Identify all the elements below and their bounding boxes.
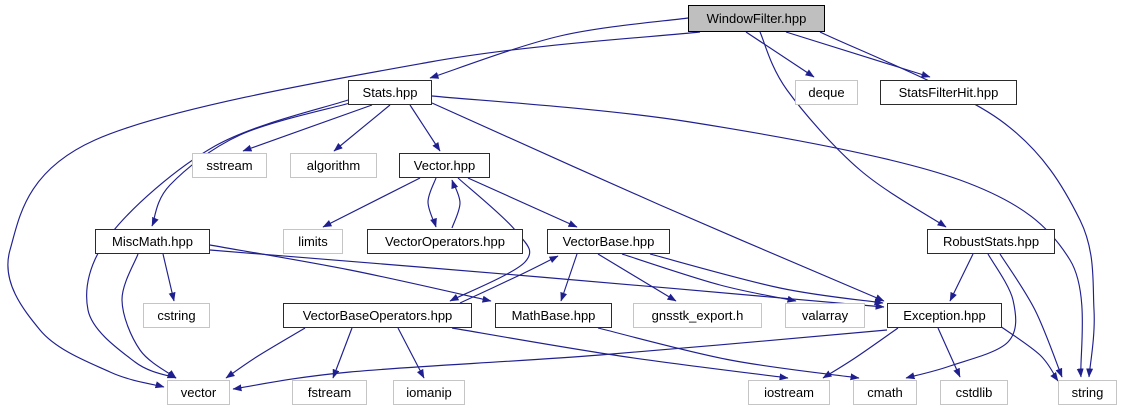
- node-gnsstk_export.h: gnsstk_export.h: [633, 303, 762, 328]
- node-cstdlib: cstdlib: [940, 380, 1008, 405]
- node-Stats.hpp[interactable]: Stats.hpp: [348, 80, 432, 105]
- edge-Vector.hpp-to-VectorOperators.hpp: [427, 177, 437, 228]
- node-VectorBase.hpp[interactable]: VectorBase.hpp: [547, 229, 670, 254]
- edge-Exception.hpp-to-iostream: [822, 327, 899, 379]
- node-VectorOperators.hpp[interactable]: VectorOperators.hpp: [367, 229, 523, 254]
- node-VectorBaseOperators.hpp[interactable]: VectorBaseOperators.hpp: [283, 303, 472, 328]
- node-RobustStats.hpp[interactable]: RobustStats.hpp: [927, 229, 1055, 254]
- node-fstream: fstream: [292, 380, 367, 405]
- edge-MiscMath.hpp-to-cstring: [162, 253, 176, 302]
- edge-VectorBase.hpp-to-Exception.hpp: [649, 253, 884, 306]
- edge-Exception.hpp-to-cstdlib: [937, 327, 961, 378]
- edge-Stats.hpp-to-algorithm: [333, 104, 391, 152]
- node-deque: deque: [795, 80, 858, 105]
- edge-VectorBaseOperators.hpp-to-fstream: [332, 327, 353, 379]
- edge-WindowFilter.hpp-to-string: [819, 31, 1095, 378]
- node-MiscMath.hpp[interactable]: MiscMath.hpp: [95, 229, 210, 254]
- node-StatsFilterHit.hpp[interactable]: StatsFilterHit.hpp: [880, 80, 1017, 105]
- edge-WindowFilter.hpp-to-deque: [745, 31, 815, 78]
- edge-MiscMath.hpp-to-MathBase.hpp: [209, 244, 492, 303]
- edge-WindowFilter.hpp-to-vector: [7, 31, 701, 389]
- node-cmath: cmath: [853, 380, 917, 405]
- node-cstring: cstring: [143, 303, 210, 328]
- edge-RobustStats.hpp-to-Exception.hpp: [949, 253, 974, 302]
- edge-WindowFilter.hpp-to-StatsFilterHit.hpp: [785, 31, 931, 78]
- edge-Vector.hpp-to-VectorBaseOperators.hpp: [449, 177, 531, 302]
- edge-Exception.hpp-to-vector: [232, 329, 888, 392]
- node-iomanip: iomanip: [393, 380, 465, 405]
- edge-Vector.hpp-to-limits: [322, 177, 421, 228]
- edge-VectorBase.hpp-to-gnsstk_export.h: [597, 253, 677, 302]
- node-algorithm: algorithm: [290, 153, 377, 178]
- edge-VectorBaseOperators.hpp-to-VectorBase.hpp: [459, 255, 559, 304]
- edge-Stats.hpp-to-Vector.hpp: [409, 104, 441, 152]
- edge-Stats.hpp-to-MiscMath.hpp: [151, 102, 351, 227]
- edge-VectorBaseOperators.hpp-to-vector: [225, 327, 306, 379]
- edge-VectorBaseOperators.hpp-to-iostream: [451, 327, 789, 381]
- edge-VectorBase.hpp-to-MathBase.hpp: [560, 253, 578, 302]
- node-MathBase.hpp[interactable]: MathBase.hpp: [495, 303, 612, 328]
- edge-MiscMath.hpp-to-vector: [121, 253, 177, 379]
- node-iostream: iostream: [748, 380, 830, 405]
- edge-Vector.hpp-to-VectorBase.hpp: [467, 177, 578, 228]
- node-Vector.hpp[interactable]: Vector.hpp: [399, 153, 490, 178]
- node-valarray: valarray: [785, 303, 865, 328]
- edge-Stats.hpp-to-Exception.hpp: [431, 102, 885, 302]
- node-string: string: [1058, 380, 1117, 405]
- node-Exception.hpp[interactable]: Exception.hpp: [887, 303, 1002, 328]
- edge-MiscMath.hpp-to-Exception.hpp: [209, 249, 885, 310]
- edge-Stats.hpp-to-string: [431, 95, 1084, 378]
- edge-RobustStats.hpp-to-string: [999, 253, 1063, 378]
- edge-WindowFilter.hpp-to-RobustStats.hpp: [759, 31, 947, 228]
- node-sstream: sstream: [192, 153, 267, 178]
- edge-VectorBase.hpp-to-valarray: [621, 253, 797, 303]
- edge-Exception.hpp-to-string: [999, 325, 1059, 382]
- node-WindowFilter.hpp[interactable]: WindowFilter.hpp: [688, 5, 825, 32]
- edge-WindowFilter.hpp-to-Stats.hpp: [429, 17, 689, 79]
- node-vector: vector: [167, 380, 230, 405]
- edge-Stats.hpp-to-sstream: [242, 104, 373, 152]
- node-limits: limits: [283, 229, 343, 254]
- edge-VectorOperators.hpp-to-Vector.hpp: [451, 179, 461, 229]
- edge-RobustStats.hpp-to-cmath: [905, 253, 1017, 380]
- edge-VectorBaseOperators.hpp-to-iomanip: [397, 327, 425, 379]
